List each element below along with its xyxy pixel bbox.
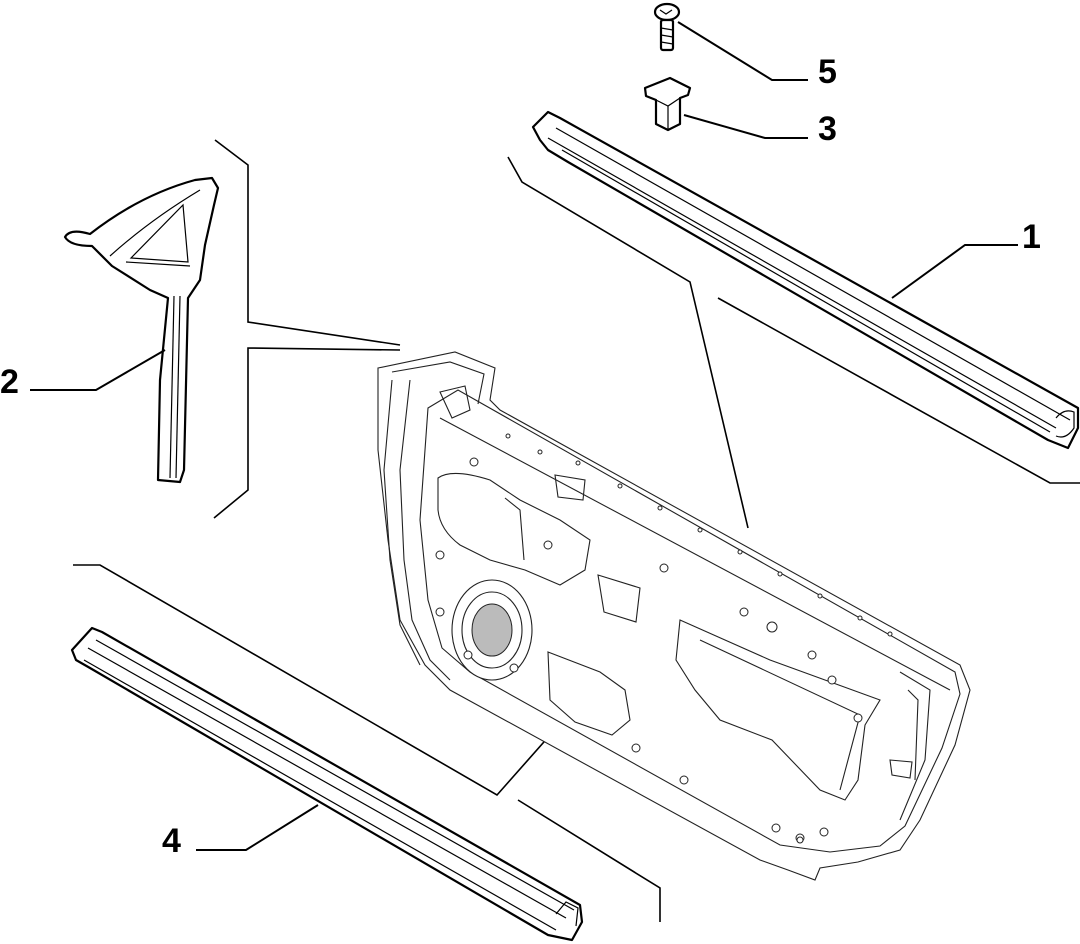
callout-4: 4 bbox=[162, 822, 181, 860]
leader-2 bbox=[30, 349, 166, 391]
callout-2: 2 bbox=[0, 363, 19, 401]
screw-part bbox=[653, 2, 681, 52]
upper-seal-strip-part bbox=[531, 110, 1080, 450]
leader-1 bbox=[891, 244, 1018, 299]
assembly-guide-lines bbox=[73, 139, 1080, 922]
clip-nut-part bbox=[643, 76, 692, 132]
lower-seal-strip-part bbox=[70, 626, 584, 942]
callout-1: 1 bbox=[1022, 218, 1041, 256]
leader-5 bbox=[677, 21, 808, 81]
callout-numbers: 1 2 3 4 5 bbox=[0, 53, 1041, 860]
leader-3 bbox=[683, 114, 808, 139]
callout-3: 3 bbox=[818, 110, 837, 148]
door-inner-panel bbox=[377, 351, 971, 881]
callout-leaders bbox=[30, 21, 1018, 851]
corner-trim-part bbox=[63, 176, 220, 484]
leader-4 bbox=[196, 804, 319, 851]
callout-5: 5 bbox=[818, 53, 837, 91]
